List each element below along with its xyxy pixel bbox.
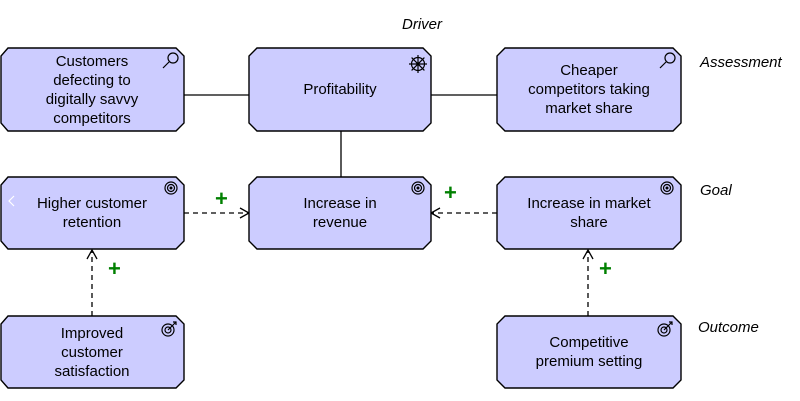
- layer-label-assessment: Assessment: [700, 54, 782, 71]
- node-shape-increase-revenue[interactable]: [248, 176, 432, 250]
- node-label-cheaper-competitors: Cheaper competitors taking market share: [528, 62, 650, 117]
- node-shape-customers-defecting[interactable]: [0, 47, 185, 132]
- node-shape-competitive-premium[interactable]: [496, 315, 682, 389]
- influence-plus-retention-revenue: +: [215, 186, 228, 211]
- node-label-higher-retention: Higher customer retention: [36, 195, 148, 231]
- node-label-improved-satisfaction: Improved customer satisfaction: [54, 324, 130, 380]
- node-shape-cheaper-competitors[interactable]: [496, 47, 682, 132]
- layer-label-outcome: Outcome: [698, 319, 759, 336]
- influence-plus-satisfaction-retention: +: [108, 256, 121, 281]
- layer-label-driver: Driver: [402, 16, 442, 33]
- arrowhead-premium-marketshare: [582, 248, 594, 260]
- target-icon: [411, 181, 425, 195]
- driver-wheel-icon: [409, 55, 427, 73]
- node-label-profitability: Profitability: [303, 81, 377, 98]
- node-shape-increase-market-share[interactable]: [496, 176, 682, 250]
- node-shape-improved-satisfaction[interactable]: [0, 315, 185, 389]
- magnifier-icon: [162, 52, 179, 69]
- node-label-customers-defecting: Customers defecting to digitally savvy c…: [45, 52, 139, 127]
- magnifier-icon: [659, 52, 676, 69]
- chevron-left-icon[interactable]: [8, 195, 15, 207]
- influence-plus-premium-marketshare: +: [599, 256, 612, 281]
- node-shape-higher-retention[interactable]: [0, 176, 185, 250]
- target-icon: [164, 181, 178, 195]
- node-label-competitive-premium: Competitive premium setting: [535, 334, 643, 370]
- arrowhead-satisfaction-retention: [86, 248, 98, 260]
- target-icon: [660, 181, 674, 195]
- outcome-target-icon: [657, 321, 673, 337]
- node-label-increase-market-share: Increase in market share: [527, 195, 651, 231]
- node-shape-profitability[interactable]: [248, 47, 432, 132]
- layer-label-goal: Goal: [700, 182, 732, 199]
- node-label-increase-revenue: Increase in revenue: [303, 195, 377, 231]
- outcome-target-icon: [161, 321, 177, 337]
- influence-plus-marketshare-revenue: +: [444, 180, 457, 205]
